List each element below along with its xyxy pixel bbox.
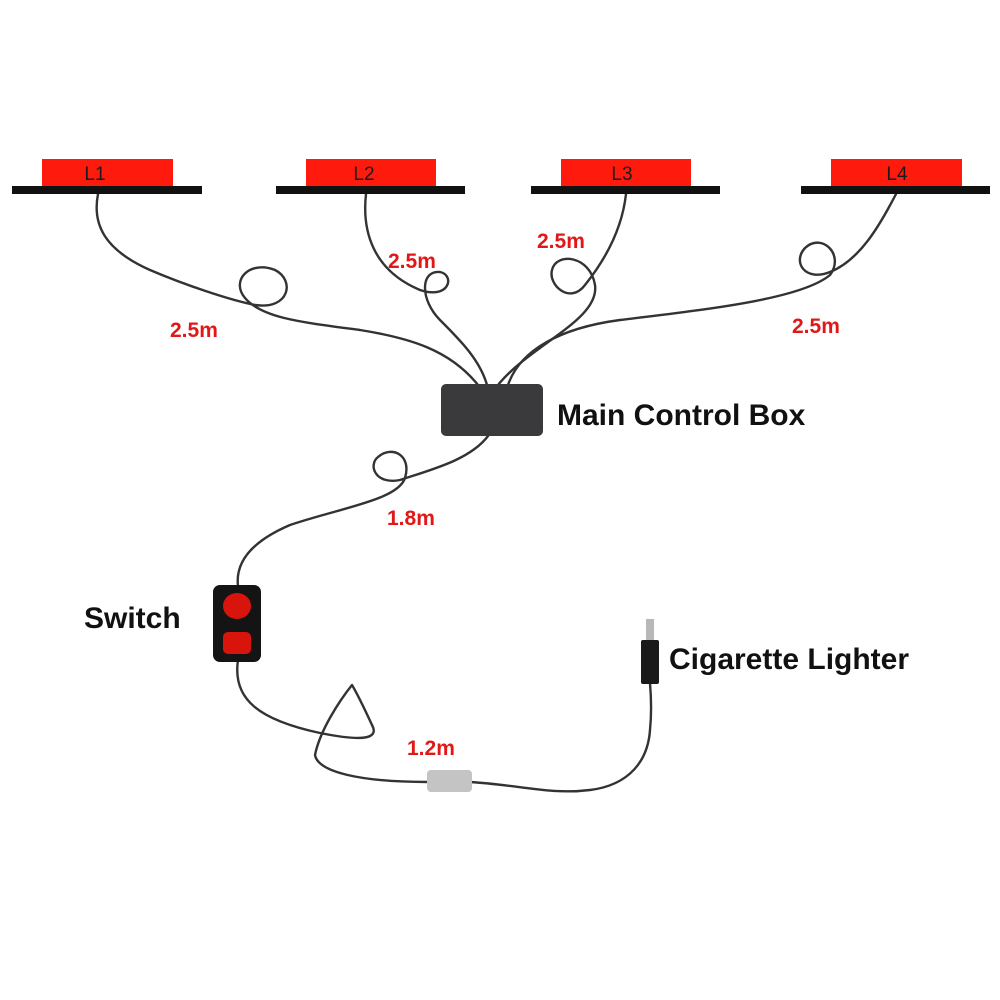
lamp-bar-icon <box>561 159 691 186</box>
lamp-bar-icon <box>42 159 173 186</box>
lamp-label: L4 <box>886 164 908 185</box>
lamp-label: L1 <box>84 164 105 185</box>
lamp-base <box>276 186 465 194</box>
inline-fuse-icon <box>427 770 472 792</box>
cable-length-l1: 2.5m <box>170 319 218 342</box>
cable-length-switch: 1.8m <box>387 507 435 530</box>
cable-length-lighter: 1.2m <box>407 737 455 760</box>
lamp-bar-icon <box>306 159 436 186</box>
lamp-l1[interactable]: L1 <box>12 159 202 194</box>
lamp-l3[interactable]: L3 <box>531 159 720 194</box>
wire-l3 <box>496 192 628 387</box>
switch[interactable]: Switch <box>84 585 261 662</box>
switch-button-round <box>223 593 251 619</box>
cigarette-plug-icon <box>641 640 659 684</box>
wire-switch-to-fuse <box>236 658 430 784</box>
cigarette-lighter-label: Cigarette Lighter <box>669 643 909 676</box>
lamp-l2[interactable]: L2 <box>276 159 465 194</box>
cable-length-l4: 2.5m <box>792 315 840 338</box>
lamps: L1 L2 L3 L4 <box>12 159 990 194</box>
plug-tip <box>646 619 654 641</box>
lamp-base <box>801 186 990 194</box>
wire-l1 <box>95 192 480 387</box>
wire-l4 <box>506 192 898 387</box>
lamp-label: L3 <box>611 164 632 185</box>
wire-box-to-switch <box>236 434 490 588</box>
lamp-base <box>12 186 202 194</box>
wire-fuse-to-plug <box>468 681 653 793</box>
wires <box>95 192 898 793</box>
lamp-bar-icon <box>831 159 962 186</box>
cable-length-l3: 2.5m <box>537 230 585 253</box>
switch-label: Switch <box>84 602 181 635</box>
switch-button-square <box>223 632 251 654</box>
wire-l2 <box>364 192 489 387</box>
main-control-box[interactable]: Main Control Box <box>441 384 806 436</box>
cigarette-lighter[interactable]: Cigarette Lighter <box>641 619 909 684</box>
lamp-base <box>531 186 720 194</box>
control-box-icon <box>441 384 543 436</box>
main-control-box-label: Main Control Box <box>557 399 806 432</box>
lamp-label: L2 <box>353 164 374 185</box>
cable-length-l2: 2.5m <box>388 250 436 273</box>
lamp-l4[interactable]: L4 <box>801 159 990 194</box>
